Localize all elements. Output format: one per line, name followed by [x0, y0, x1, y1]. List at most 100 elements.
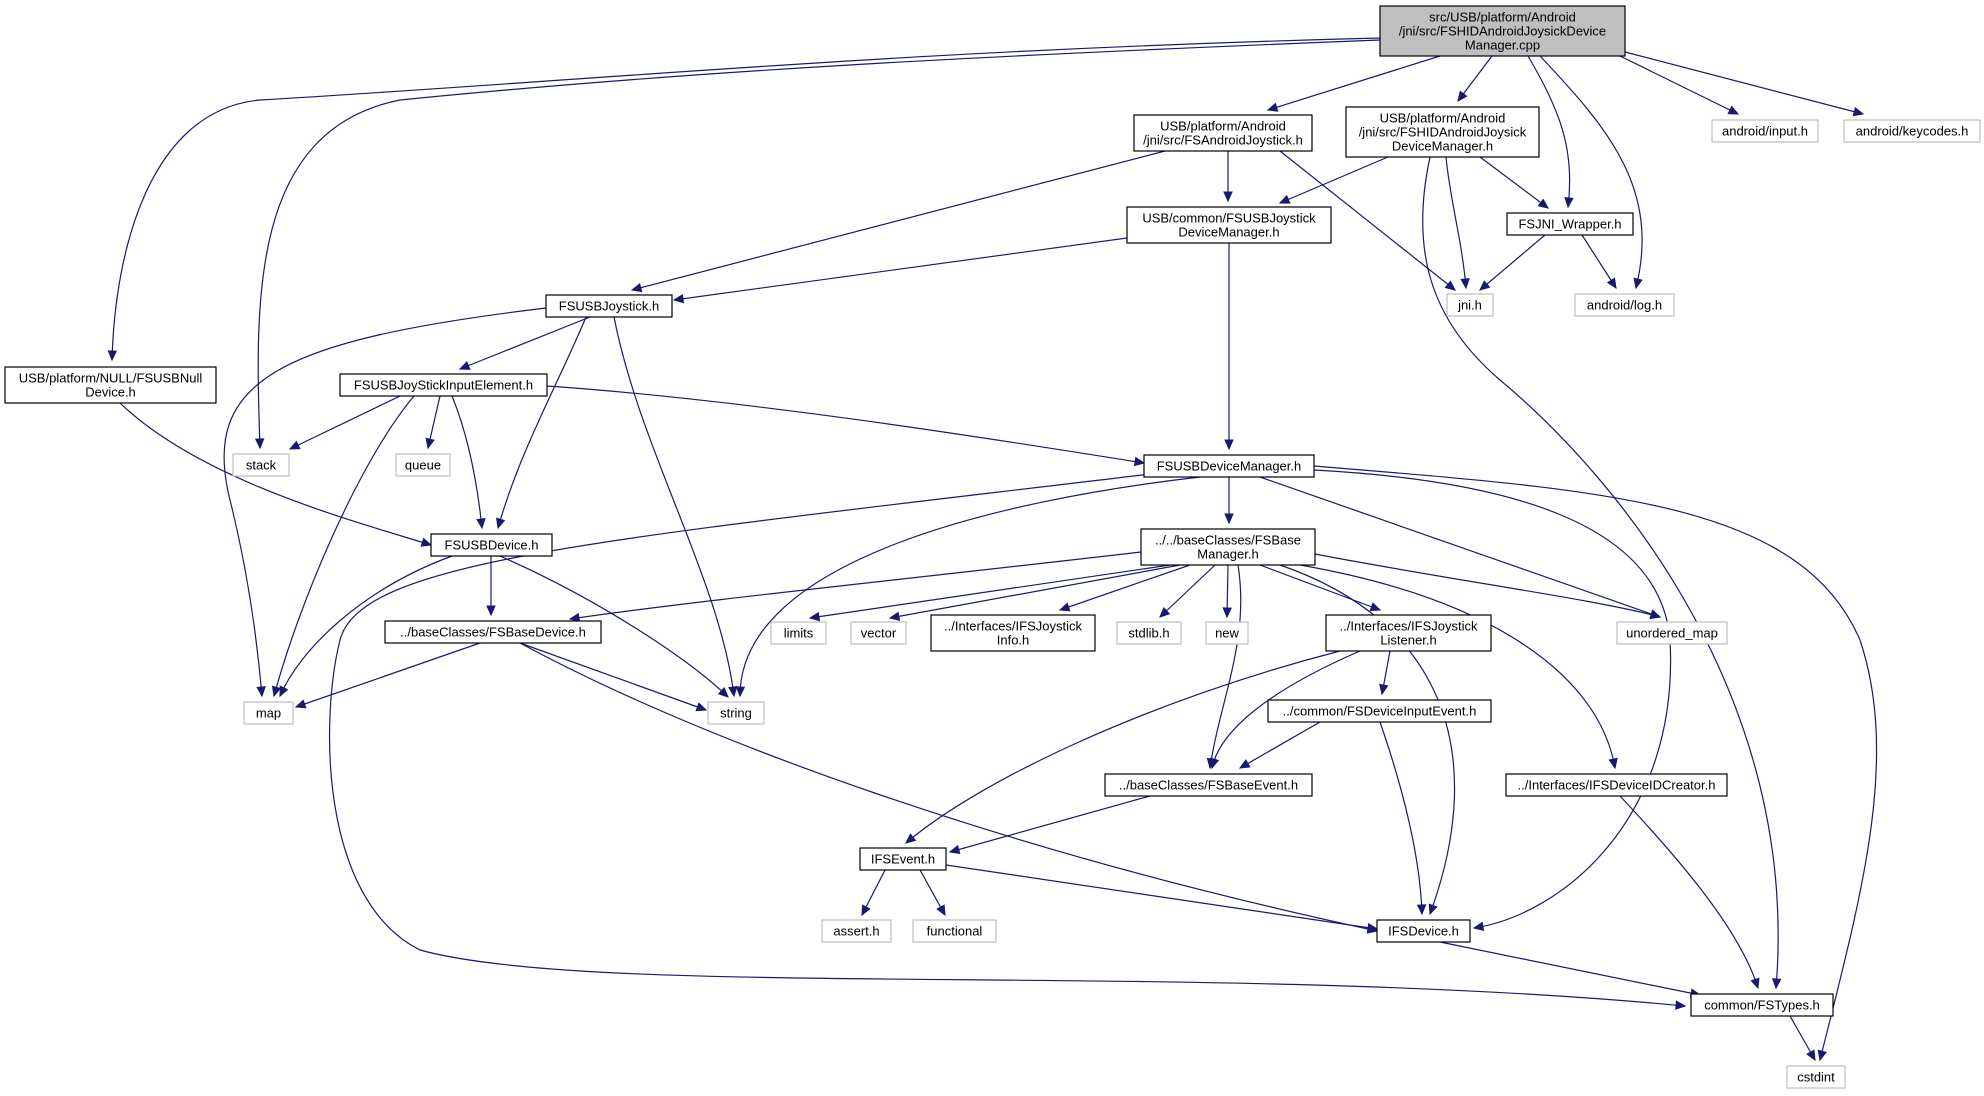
arrowhead — [1223, 191, 1233, 203]
edge-ifs_event-to-functional — [919, 869, 946, 917]
node-stack: stack — [232, 453, 290, 477]
node-label-line: FSUSBJoyStickInputElement.h — [354, 378, 533, 393]
node-jni-wrapper[interactable]: FSJNI_Wrapper.h — [1506, 212, 1634, 236]
edge-line — [1313, 469, 1672, 929]
arrowhead — [271, 685, 282, 698]
arrowhead — [1238, 759, 1251, 769]
edge-line — [945, 864, 1378, 930]
node-label-line: FSUSBDevice.h — [445, 538, 539, 553]
edge-base_manager-to-stdlib — [1159, 564, 1216, 618]
arrowhead — [1633, 277, 1643, 290]
node-label-line: FSUSBJoystick.h — [559, 299, 659, 314]
arrowhead — [254, 438, 265, 450]
node-device-manager[interactable]: FSUSBDeviceManager.h — [1143, 454, 1315, 478]
node-android-joystick[interactable]: USB/platform/Android/jni/src/FSAndroidJo… — [1133, 114, 1313, 152]
node-android-log: android/log.h — [1574, 293, 1675, 317]
edge-android_joystick-to-common_joystick_mgr — [1223, 151, 1233, 203]
arrowhead — [256, 686, 266, 698]
node-string: string — [707, 701, 765, 725]
node-assert: assert.h — [821, 919, 892, 943]
node-stdlib: stdlib.h — [1116, 621, 1182, 645]
edge-jni_wrapper-to-jni — [1479, 234, 1546, 291]
edge-line — [1211, 650, 1361, 769]
edge-line — [459, 316, 591, 370]
arrowhead — [294, 699, 307, 709]
node-base-event[interactable]: ../baseClasses/FSBaseEvent.h — [1104, 773, 1313, 797]
edge-line — [1581, 234, 1617, 289]
node-input-element[interactable]: FSUSBJoyStickInputElement.h — [339, 373, 548, 397]
node-root[interactable]: src/USB/platform/Android/jni/src/FSHIDAn… — [1379, 5, 1626, 57]
node-box — [821, 919, 892, 943]
edge-usb_joystick-to-map — [223, 307, 547, 698]
node-box — [1140, 528, 1316, 566]
edge-line — [1619, 795, 1759, 989]
edge-device_manager-to-unordered_map — [1259, 476, 1662, 619]
edge-line — [451, 395, 483, 529]
arrowhead — [1159, 607, 1171, 618]
edge-root-to-jni_wrapper — [1527, 55, 1574, 209]
edge-usb_joystick-to-usb_device — [496, 316, 587, 530]
node-hid-manager-h[interactable]: USB/platform/Android/jni/src/FSHIDAndroi… — [1345, 106, 1540, 158]
edge-base_manager-to-joystick_info — [1058, 564, 1191, 612]
edge-base_manager-to-ifs_device — [1279, 564, 1456, 916]
node-label-line: stdlib.h — [1128, 626, 1169, 641]
edge-base_device-to-map — [294, 642, 481, 709]
arrowhead — [1460, 278, 1470, 290]
node-box — [1690, 993, 1834, 1017]
edge-line — [1422, 156, 1779, 989]
edge-hid_manager_h-to-jni_wrapper — [1479, 156, 1549, 209]
node-vector: vector — [850, 621, 907, 645]
node-ifs-event[interactable]: IFSEvent.h — [859, 847, 947, 871]
edge-usb_device-to-base_device — [486, 556, 496, 617]
arrowhead — [695, 702, 708, 712]
node-label-line: Listener.h — [1380, 633, 1436, 648]
nodes-layer: src/USB/platform/Android/jni/src/FSHIDAn… — [4, 5, 1981, 1089]
node-device-input-event[interactable]: ../common/FSDeviceInputEvent.h — [1267, 699, 1492, 723]
edge-line — [1209, 564, 1242, 769]
node-label-line: functional — [927, 924, 983, 939]
node-ifs-device[interactable]: IFSDevice.h — [1376, 919, 1471, 943]
node-box — [1267, 699, 1492, 723]
edge-line — [739, 476, 1201, 697]
node-base-device[interactable]: ../baseClasses/FSBaseDevice.h — [384, 620, 602, 644]
node-device-id-creator[interactable]: ../Interfaces/IFSDeviceIDCreator.h — [1505, 773, 1728, 797]
node-box — [1116, 621, 1182, 645]
node-usb-device[interactable]: FSUSBDevice.h — [430, 533, 553, 557]
edge-line — [1439, 941, 1701, 996]
edge-input_element-to-stack — [288, 395, 401, 450]
arrowhead — [1675, 1000, 1687, 1010]
arrowhead — [1366, 922, 1379, 933]
edge-usb_joystick-to-input_element — [458, 316, 591, 370]
arrowhead — [1278, 194, 1291, 204]
edge-root-to-null_device — [107, 37, 1381, 362]
edge-device_id_creator-to-fstypes — [1619, 795, 1760, 990]
edge-line — [1539, 55, 1643, 289]
edge-base_manager-to-vector — [888, 564, 1181, 621]
node-box — [430, 533, 553, 557]
node-usb-joystick[interactable]: FSUSBJoystick.h — [545, 294, 673, 318]
edge-line — [631, 150, 1166, 291]
node-box — [395, 453, 451, 477]
arrowhead — [888, 611, 901, 621]
node-box — [1376, 919, 1471, 943]
node-label-line: FSJNI_Wrapper.h — [1518, 217, 1621, 232]
edge-line — [1379, 721, 1423, 915]
node-label-line: cstdint — [1797, 1070, 1835, 1085]
edge-base_manager-to-limits — [808, 564, 1171, 622]
node-box — [1505, 773, 1728, 797]
arrowhead — [279, 685, 289, 698]
edge-line — [1159, 564, 1216, 618]
arrowhead — [672, 293, 685, 304]
edge-line — [1259, 476, 1661, 618]
node-label-line: Info.h — [997, 633, 1030, 648]
node-box — [1133, 114, 1313, 152]
edge-line — [905, 650, 1341, 844]
edge-device_manager-to-base_manager — [1224, 477, 1234, 525]
node-fstypes[interactable]: common/FSTypes.h — [1690, 993, 1834, 1017]
